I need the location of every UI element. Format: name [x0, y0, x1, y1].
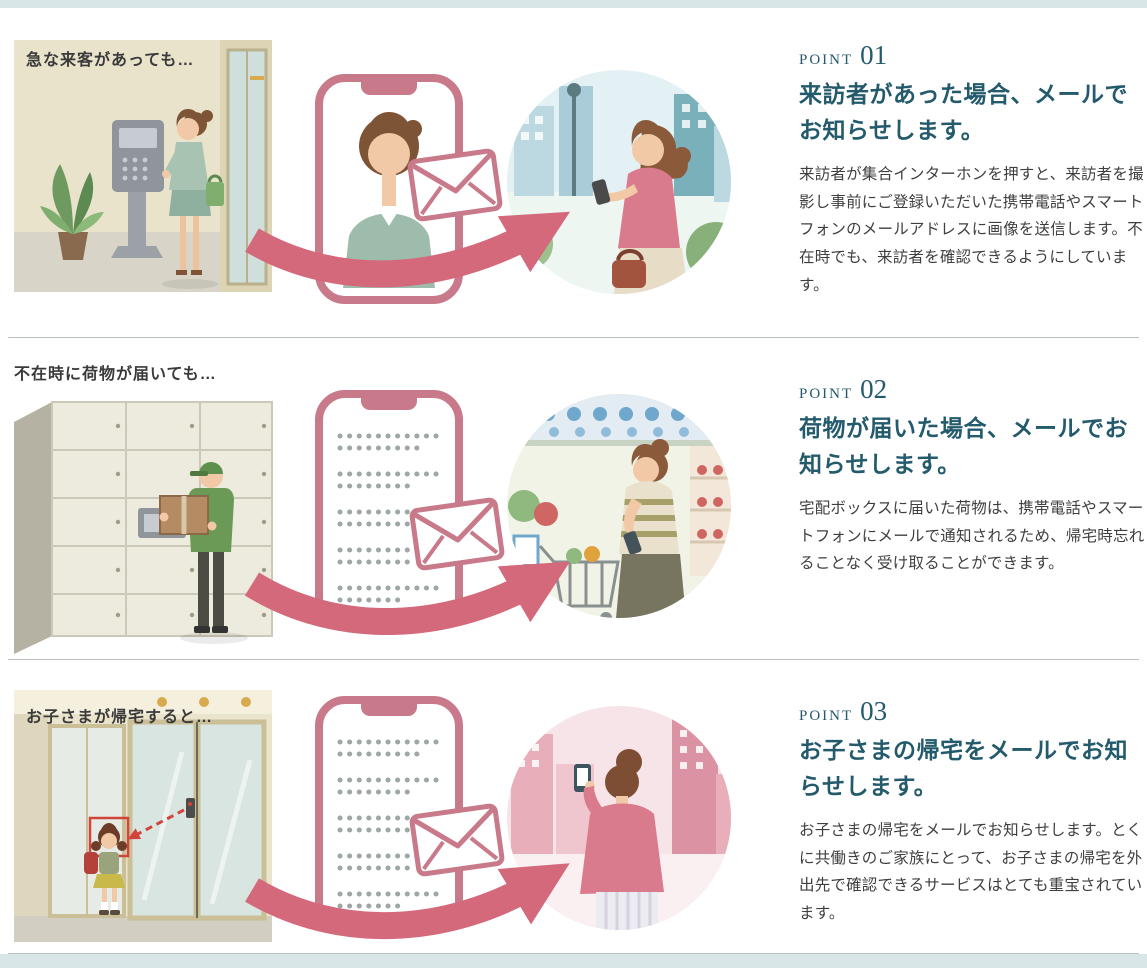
- woman-evening-circle: [507, 706, 731, 930]
- point-label: POINT 03: [799, 696, 1147, 727]
- delivery-man: [159, 462, 248, 644]
- section-divider: [8, 659, 1139, 660]
- flow-arrow-icon: [244, 561, 570, 635]
- woman-back-with-phone: [574, 749, 664, 930]
- section-divider: [8, 953, 1139, 954]
- intercom-scene: [14, 40, 272, 292]
- woman-with-phone: [616, 439, 686, 618]
- scene-caption: 急な来客があっても…: [26, 52, 195, 69]
- potted-plant: [40, 164, 104, 260]
- envelope-icon: [407, 148, 503, 222]
- text-column-01: POINT 01 来訪者があった場合、メールでお知らせします。 来訪者が集合インタ…: [799, 8, 1147, 337]
- section-point-03: お子さまが帰宅すると… POINT 03 お子さまの帰宅をメールでお知らせします。…: [0, 660, 1147, 953]
- mail-list-dots: [337, 433, 441, 603]
- section-body: 来訪者が集合インターホンを押すと、来訪者を撮影し事前にご登録いただいた携帯電話や…: [799, 166, 1144, 294]
- scene-caption: 不在時に荷物が届いても…: [14, 366, 217, 383]
- sensor-arrow-icon: [127, 808, 185, 840]
- illustration-area-01: 急な来客があっても…: [14, 8, 799, 337]
- text-column-03: POINT 03 お子さまの帰宅をメールでお知らせします。 お子さまの帰宅をメール…: [799, 660, 1147, 953]
- point-label: POINT 02: [799, 374, 1147, 405]
- section-point-02: 不在時に荷物が届いても… POINT 02 荷物が届いた場合、メールでお知らせしま…: [0, 338, 1147, 659]
- illustration-area-02: 不在時に荷物が届いても…: [14, 338, 799, 659]
- point-word: POINT: [799, 52, 854, 68]
- delivery-locker-scene: [14, 401, 273, 654]
- flow-arrow-icon: [245, 211, 571, 288]
- section-heading: 荷物が届いた場合、メールでお知らせします。: [799, 416, 1128, 477]
- section-point-01: 急な来客があっても… POINT 01 来訪者があった場合、メールでお知らせします…: [0, 8, 1147, 337]
- illustration-point-02: [14, 390, 731, 654]
- top-accent-band: [0, 0, 1147, 8]
- illustration-point-01: [14, 40, 731, 304]
- section-divider: [8, 337, 1139, 338]
- woman-city-circle: [507, 70, 731, 294]
- point-number: 03: [860, 696, 888, 726]
- section-heading: お子さまの帰宅をメールでお知らせします。: [799, 738, 1128, 799]
- flow-arrow-icon: [245, 863, 570, 940]
- mail-list-dots: [337, 739, 441, 909]
- bottom-accent-band: [0, 954, 1147, 968]
- illustration-area-03: お子さまが帰宅すると…: [14, 660, 799, 953]
- text-column-02: POINT 02 荷物が届いた場合、メールでお知らせします。 宅配ボックスに届いた…: [799, 338, 1147, 659]
- illustration-point-03: [14, 690, 731, 942]
- point-number: 01: [860, 40, 888, 70]
- child-coming-home: [84, 816, 130, 915]
- envelope-icon: [409, 803, 505, 877]
- section-heading: 来訪者があった場合、メールでお知らせします。: [799, 82, 1128, 143]
- scene-caption: お子さまが帰宅すると…: [26, 709, 214, 726]
- visitor-at-intercom: [162, 109, 224, 289]
- envelope-icon: [409, 497, 505, 571]
- point-word: POINT: [799, 708, 854, 724]
- section-body: 宅配ボックスに届いた荷物は、携帯電話やスマートフォンにメールで通知されるため、帰…: [799, 500, 1145, 573]
- point-word: POINT: [799, 386, 854, 402]
- entrance-door-scene: [14, 690, 272, 942]
- section-body: お子さまの帰宅をメールでお知らせします。とくに共働きのご家族にとって、お子さまの…: [799, 822, 1143, 923]
- point-label: POINT 01: [799, 40, 1147, 71]
- intercom-kiosk: [111, 120, 164, 258]
- point-number: 02: [860, 374, 888, 404]
